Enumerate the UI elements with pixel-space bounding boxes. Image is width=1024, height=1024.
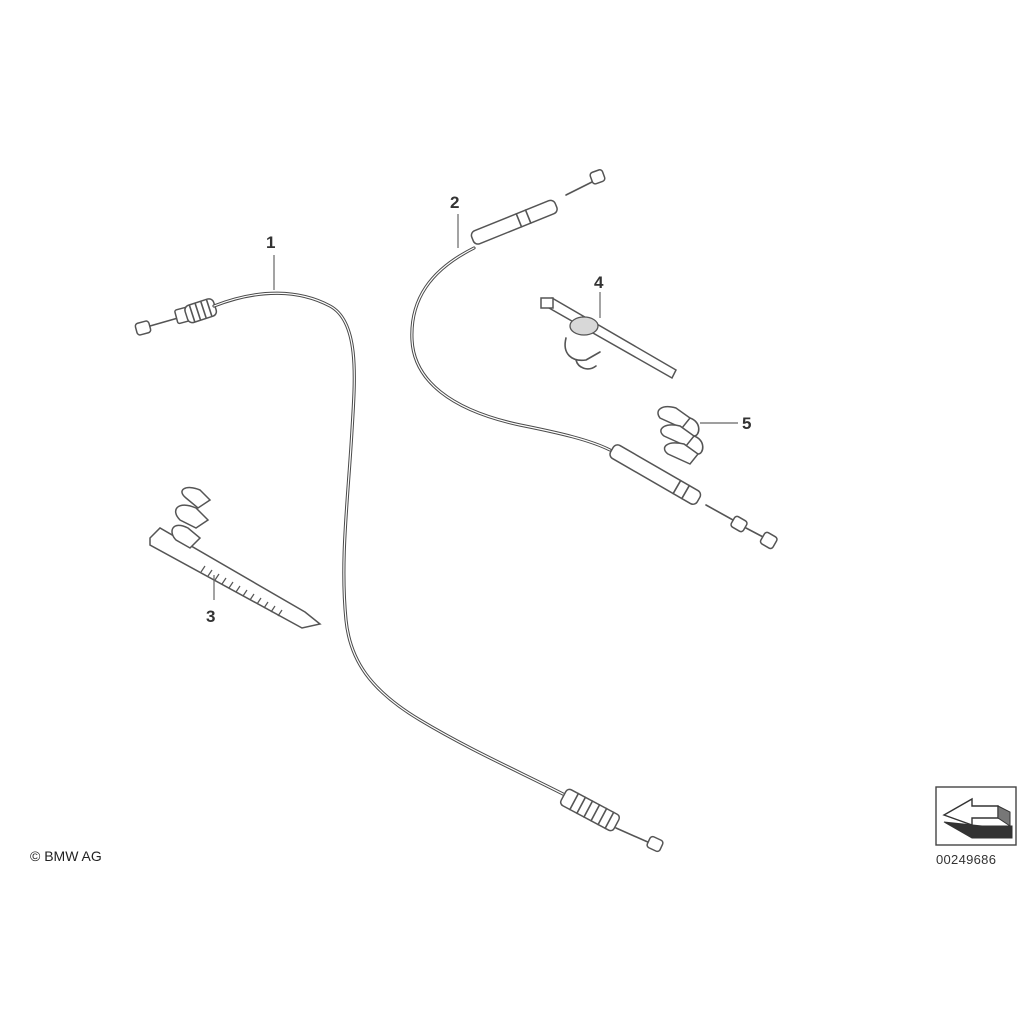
- diagram-reference-number: 00249686: [936, 852, 997, 867]
- callout-3: 3: [206, 607, 215, 626]
- part-4-strap-clip: [540, 297, 677, 380]
- callout-2: 2: [450, 193, 459, 212]
- part-1-cable: [134, 291, 664, 853]
- direction-arrow-icon: [935, 786, 1017, 846]
- callout-1: 1: [266, 233, 275, 252]
- callout-4: 4: [594, 273, 604, 292]
- part-2-cable: [410, 169, 778, 550]
- part-5-double-clip: [657, 406, 704, 465]
- part-3-cable-tie: [149, 486, 322, 629]
- copyright-label: © BMW AG: [30, 848, 102, 864]
- callout-5: 5: [742, 414, 751, 433]
